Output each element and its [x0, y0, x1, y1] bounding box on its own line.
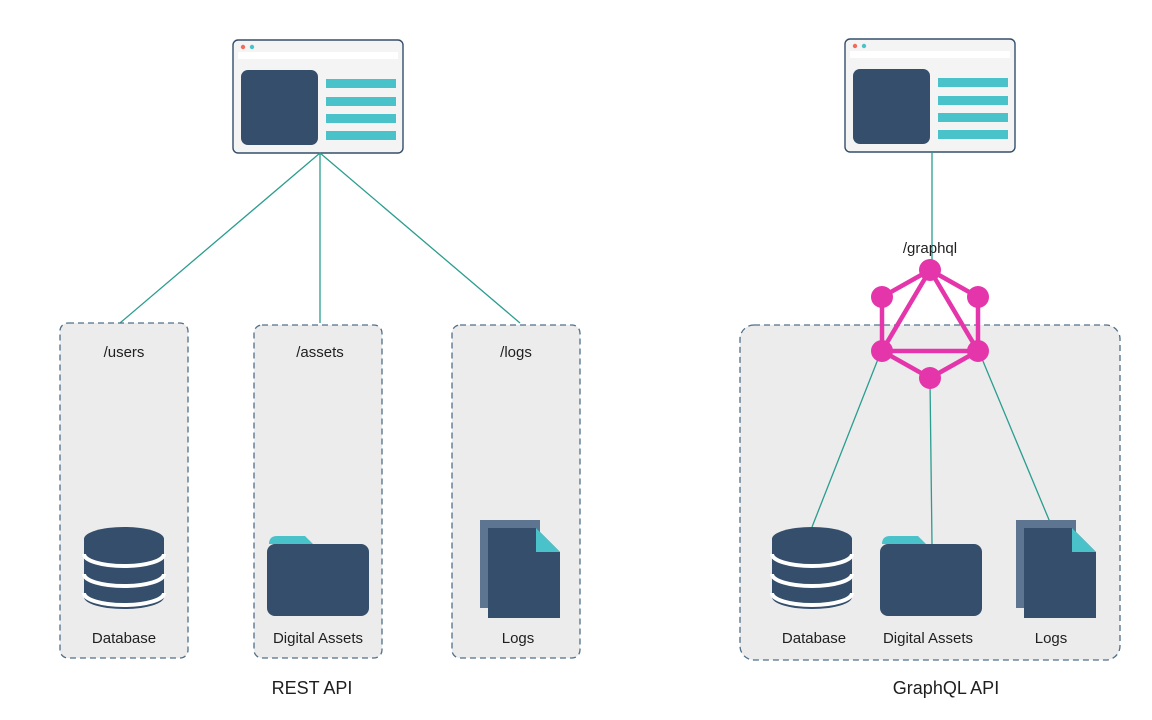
- graphql-client-window: [844, 38, 1016, 153]
- endpoint-assets-panel: /assets Digital Assets: [253, 324, 383, 659]
- endpoint-logs-panel: /logs Logs: [451, 324, 581, 659]
- source-label: Logs: [1035, 630, 1068, 647]
- connector-assets: [929, 379, 933, 545]
- folder-icon: [880, 536, 982, 616]
- connector-logs: [319, 152, 521, 324]
- source-label: Logs: [502, 630, 535, 647]
- rest-api-section: /users Database /assets Digital Assets /…: [59, 39, 581, 698]
- endpoint-path: /logs: [500, 344, 532, 361]
- graphql-api-caption: GraphQL API: [893, 678, 999, 698]
- folder-icon: [267, 536, 369, 616]
- source-label: Digital Assets: [883, 630, 973, 647]
- connector-users: [119, 152, 321, 324]
- database-icon: [82, 525, 166, 611]
- database-icon: [770, 525, 854, 611]
- rest-api-caption: REST API: [272, 678, 353, 698]
- graphql-logo-icon: [871, 259, 989, 389]
- source-label: Database: [782, 630, 846, 647]
- endpoint-users-panel: /users Database: [59, 322, 189, 659]
- connector-logs: [979, 353, 1053, 528]
- connector-database: [811, 353, 881, 528]
- graphql-api-section: /graphql Database Digital Assets Logs Gr…: [739, 38, 1121, 698]
- endpoint-path: /assets: [296, 344, 344, 361]
- endpoint-path: /users: [104, 344, 145, 361]
- graphql-endpoint-path: /graphql: [903, 240, 957, 257]
- source-label: Database: [92, 630, 156, 647]
- source-label: Digital Assets: [273, 630, 363, 647]
- rest-client-window: [232, 39, 404, 154]
